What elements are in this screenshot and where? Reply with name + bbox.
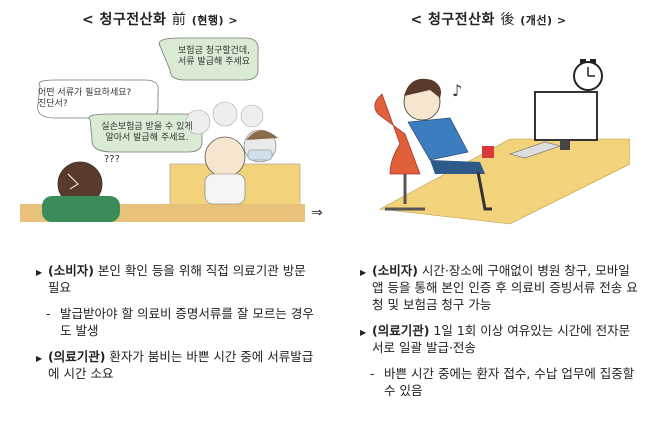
before-consumer-subitem: -발급받아야 할 의료비 증명서류를 잘 모르는 경우도 발생 <box>46 306 314 338</box>
before-bullets: ▶ (소비자) 본인 확인 등을 위해 직접 의료기관 방문 필요 -발급받아야… <box>36 262 316 391</box>
after-hospital-subitem: -바쁜 시간 중에는 환자 접수, 수납 업무에 집중할 수 있음 <box>370 366 635 398</box>
svg-text:♪: ♪ <box>452 81 462 100</box>
before-consumer-item: ▶ (소비자) 본인 확인 등을 위해 직접 의료기관 방문 필요 <box>36 263 306 295</box>
bubble-which-documents: 어떤 서류가 필요하세요? 진단서? <box>38 88 132 109</box>
before-heading: < 청구전산화 前 (현행) > <box>81 12 239 28</box>
before-hospital-item: ▶ (의료기관) 환자가 붐비는 바쁜 시간 중에 서류발급에 시간 소요 <box>36 349 314 381</box>
after-consumer-item: ▶ (소비자) 시간·장소에 구애없이 병원 창구, 모바일 앱 등을 통해 본… <box>360 263 638 312</box>
triangle-bullet-icon: ▶ <box>360 268 367 277</box>
after-illustration: ♪ <box>360 34 631 229</box>
before-illustration: 보험금 청구할건데, 서류 발급해 주세요 어떤 서류가 필요하세요? 진단서?… <box>20 34 305 222</box>
after-heading: < 청구전산화 後 (개선) > <box>410 12 567 28</box>
triangle-bullet-icon: ▶ <box>36 354 43 363</box>
transition-arrow-icon: ⇒ <box>311 205 323 221</box>
after-bullets: ▶ (소비자) 시간·장소에 구애없이 병원 창구, 모바일 앱 등을 통해 본… <box>360 262 640 408</box>
bubble-issue-for-me: 실손보험금 받을 수 있게 알아서 발급해 주세요. <box>101 122 193 143</box>
triangle-bullet-icon: ▶ <box>360 328 367 337</box>
bubble-staff-request: 보험금 청구할건데, 서류 발급해 주세요 <box>178 46 250 67</box>
confused-marks: ??? <box>104 154 120 165</box>
after-hospital-item: ▶ (의료기관) 1일 1회 이상 여유있는 시간에 전자문서로 일괄 발급·전… <box>360 323 631 355</box>
clock-icon <box>573 59 603 91</box>
triangle-bullet-icon: ▶ <box>36 268 43 277</box>
